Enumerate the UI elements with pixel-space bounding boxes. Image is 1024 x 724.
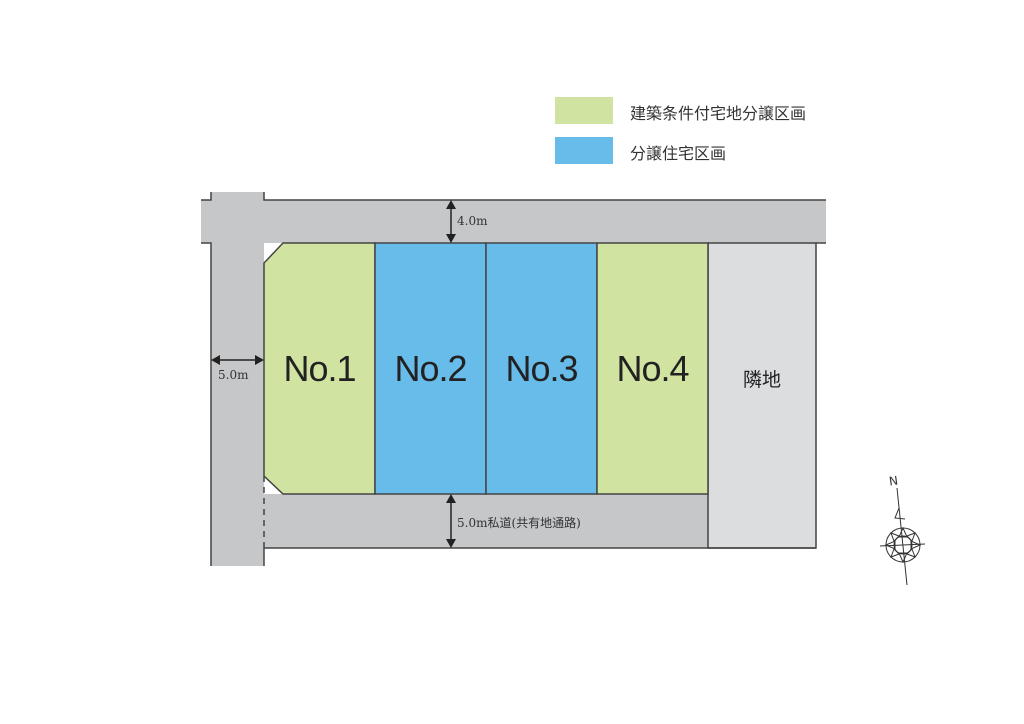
neighbor-label: 隣地 bbox=[742, 368, 781, 391]
neighbor-lot-area: 隣地 bbox=[708, 243, 816, 513]
legend-label-conditional: 建築条件付宅地分譲区画 bbox=[630, 104, 807, 123]
top-road-width: 4.0m bbox=[457, 214, 488, 228]
compass-icon bbox=[879, 487, 926, 586]
compass-north-label: N bbox=[888, 473, 899, 489]
legend-label-house: 分譲住宅区画 bbox=[630, 144, 727, 163]
bottom-road-label: 5.0m私道(共有地通路) bbox=[457, 516, 581, 530]
legend-swatch-house bbox=[555, 137, 613, 164]
left-road-width: 5.0m bbox=[218, 368, 249, 382]
lot-2-label: No.2 bbox=[394, 347, 467, 389]
lot-4-shape bbox=[596, 242, 709, 495]
lot-4-label: No.4 bbox=[616, 347, 689, 389]
lot-2[interactable]: No.2 bbox=[375, 243, 486, 494]
lot-4[interactable]: No.4 bbox=[597, 243, 708, 494]
road-outlines bbox=[201, 192, 826, 566]
lot-1-label: No.1 bbox=[283, 347, 356, 389]
lot-3-shape bbox=[485, 242, 598, 495]
lot-3[interactable]: No.3 bbox=[486, 243, 597, 494]
lot-1[interactable]: No.1 bbox=[264, 243, 375, 494]
dimension-arrows bbox=[211, 200, 456, 548]
lot-3-label: No.3 bbox=[505, 347, 578, 389]
roads bbox=[201, 192, 826, 566]
neighbor-lot bbox=[707, 242, 817, 549]
legend-swatch-conditional bbox=[555, 97, 613, 124]
